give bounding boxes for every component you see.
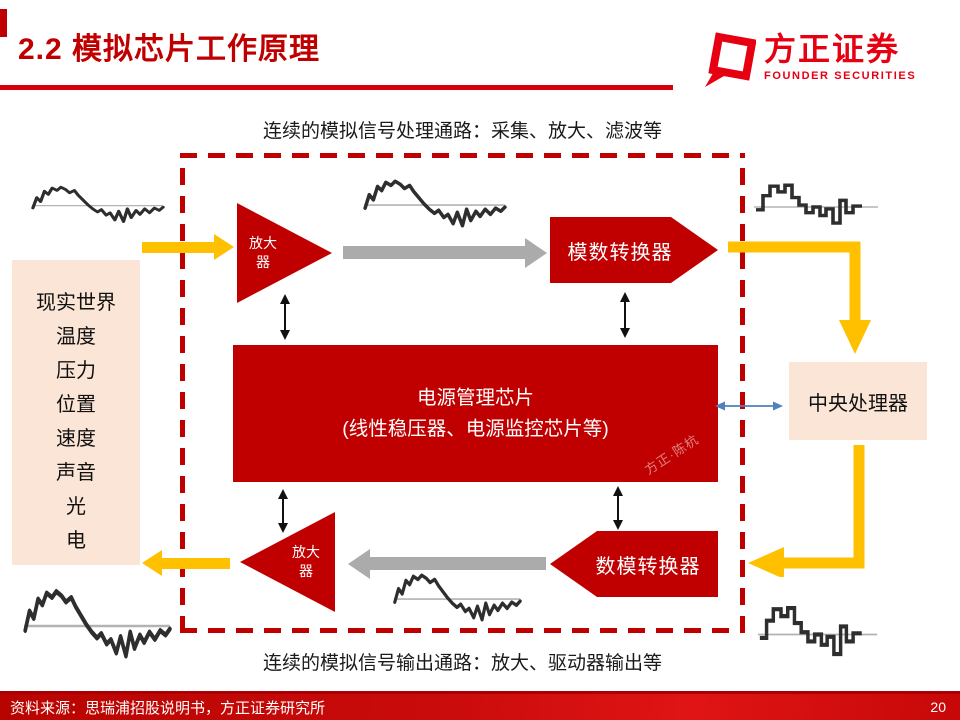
page-number: 20: [930, 699, 946, 715]
real-world-item: 电: [66, 530, 86, 552]
real-world-box: 现实世界 温度 压力 位置 速度 声音 光 电: [12, 260, 140, 565]
black-double-arrow: [280, 294, 290, 340]
analog-waveform-icon: [392, 566, 522, 628]
gold-elbow-cpu-to-dac: [748, 445, 865, 577]
adc-label: 模数转换器: [567, 241, 673, 264]
real-world-item: 温度: [56, 326, 96, 348]
footer-bar: 资料来源：思瑞浦招股说明书，方正证券研究所 20: [0, 691, 960, 720]
amplifier-label: 放大器: [249, 235, 277, 270]
source-note: 资料来源：思瑞浦招股说明书，方正证券研究所: [10, 699, 326, 717]
logo-text-en: FOUNDER SECURITIES: [764, 70, 917, 82]
real-world-title: 现实世界: [36, 292, 116, 314]
black-double-arrow: [620, 292, 630, 338]
watermark: 方正·陈杭: [641, 431, 702, 478]
gray-arrow-to-adc: [343, 246, 525, 259]
black-double-arrow: [613, 486, 623, 530]
caption-output-path: 连续的模拟信号输出通路：放大、驱动器输出等: [262, 653, 662, 674]
gold-arrow-out-bottom: [162, 558, 230, 569]
analog-waveform-icon: [362, 172, 507, 234]
real-world-item: 压力: [56, 360, 96, 382]
analog-waveform-icon: [22, 578, 172, 668]
real-world-item: 位置: [56, 394, 96, 416]
gray-arrowhead-right: [525, 238, 547, 268]
caption-input-path: 连续的模拟信号处理通路：采集、放大、滤波等: [262, 121, 662, 142]
real-world-item: 光: [66, 496, 86, 518]
amplifier-label: 放大器: [292, 544, 320, 579]
gold-arrowhead-right: [214, 234, 234, 260]
cpu-box: 中央处理器: [789, 362, 927, 440]
cpu-label: 中央处理器: [808, 392, 908, 415]
dac-label: 数模转换器: [595, 555, 701, 578]
blue-double-arrow: [715, 401, 783, 411]
gold-elbow-adc-to-cpu: [728, 241, 871, 354]
gold-arrow-in-top: [142, 242, 216, 253]
corner-accent-bar: [0, 9, 7, 37]
gold-arrowhead-left: [142, 550, 162, 576]
gray-arrowhead-left: [348, 549, 370, 579]
pmic-block: 电源管理芯片 (线性稳压器、电源监控芯片等) 方正·陈杭: [233, 345, 718, 482]
founder-securities-logo: 方正证券 FOUNDER SECURITIES: [704, 30, 916, 90]
gray-arrow-to-amp: [370, 557, 546, 570]
pmic-subtitle: (线性稳压器、电源监控芯片等): [342, 417, 609, 440]
page-title: 2.2 模拟芯片工作原理: [18, 33, 321, 66]
real-world-item: 速度: [56, 428, 96, 450]
analog-waveform-icon: [30, 180, 165, 228]
logo-text-zh: 方正证券: [764, 31, 901, 67]
digital-waveform-icon: [756, 592, 881, 677]
dac-block: 数模转换器: [550, 531, 718, 597]
pmic-title: 电源管理芯片: [416, 386, 534, 409]
real-world-item: 声音: [56, 462, 96, 484]
digital-waveform-icon: [752, 172, 882, 242]
title-underline: [0, 85, 673, 90]
black-double-arrow: [278, 489, 288, 533]
founder-logo-cube-icon: [705, 32, 756, 87]
